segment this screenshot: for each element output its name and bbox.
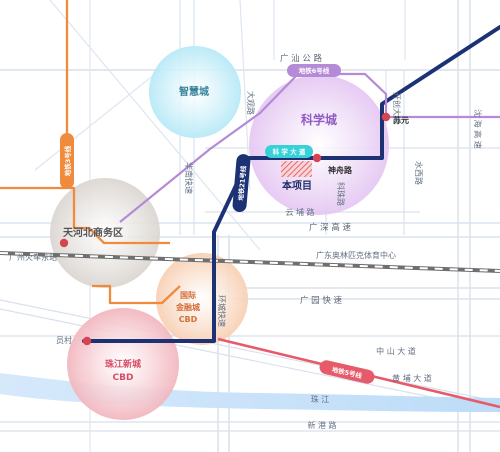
guangyuan-expressway-label: 广 园 快 速 <box>300 295 343 306</box>
metro-line-6-pill <box>287 64 341 77</box>
project-area <box>281 161 312 177</box>
shuixi-road-label: 水西路 <box>414 161 424 185</box>
science-city-zone <box>249 75 389 215</box>
tianhe-cbd-zone <box>50 178 160 288</box>
suyuan-station-marker <box>381 112 391 122</box>
metro-line-3-pill <box>60 133 74 189</box>
guangzhou-east-label: 广州火车东站 <box>9 252 57 262</box>
kexue-avenue-pill <box>265 145 313 158</box>
guangshan-road-label: 广 汕 公 路 <box>280 53 323 64</box>
metro-line-3 <box>0 186 170 245</box>
metro-line-6-label: 地铁6号线 <box>287 64 341 77</box>
metro-line-6-text: 地铁6号线 <box>299 66 330 75</box>
science-city-label: 科学城 <box>301 112 337 127</box>
metro-line-3-text: 地铁3号线 <box>63 145 72 176</box>
intl-finance-label-line1: 国际 <box>180 290 196 300</box>
kezhu-road-label: 科珠路 <box>336 182 346 206</box>
railway-lines <box>0 251 500 273</box>
project-station-label: 神舟路 <box>328 165 353 175</box>
metro-line-3-secondary <box>92 284 181 305</box>
diagonal-road-1 <box>34 69 161 171</box>
guangshen-expressway-label: 广 深 高 速 <box>309 222 352 233</box>
liede-label: 员村 <box>56 335 72 345</box>
zhujiang-cbd-zone <box>67 308 179 420</box>
smart-city-zone <box>149 46 241 138</box>
dagang-road-label: 大观路 <box>246 91 256 115</box>
intl-finance-zone <box>156 253 248 345</box>
pearl-river-label: 珠 江 <box>311 394 330 404</box>
intl-finance-label-line2: 金融城 <box>175 302 200 312</box>
zhongshan-avenue-line <box>0 299 500 403</box>
project-label: 本项目 <box>282 179 312 192</box>
tianhe-cbd-label: 天河北商务区 <box>63 226 123 239</box>
huanan-expressway-label: 华南快速 <box>184 162 194 194</box>
metro-line-6 <box>119 72 500 223</box>
metro-line-5-label: 地铁5号线 <box>319 360 375 384</box>
guangzhou-east-station-marker <box>59 238 69 248</box>
railway-base <box>0 251 500 273</box>
olympic-center-label: 广东奥林匹克体育中心 <box>316 250 396 260</box>
metro-line-5-pill <box>319 360 375 384</box>
zhujiang-cbd-label-line2: CBD <box>113 373 134 383</box>
metro-line-21-label: 地铁21号线 <box>232 154 251 212</box>
yunpu-road-label: 云 埔 路 <box>285 207 314 217</box>
suyuan-station-label: 苏元 <box>393 115 409 125</box>
liede-station-marker <box>82 336 92 346</box>
zhujiang-cbd-label-line1: 珠江新城 <box>105 358 141 370</box>
kaichuang-avenue-label: 开创大道 <box>392 92 402 124</box>
metro-line-3-label: 地铁3号线 <box>60 133 74 189</box>
smart-city-label: 智慧城 <box>179 85 209 98</box>
intl-finance-label-line3: CBD <box>179 315 198 324</box>
zhongshan-avenue-label: 中 山 大 道 <box>376 346 416 356</box>
kexue-avenue-text: 科 学 大 道 <box>273 147 306 156</box>
metro-line-21-pill <box>232 154 251 212</box>
xingang-road-label: 新 港 路 <box>307 420 336 430</box>
metro-line-21-text: 地铁21号线 <box>236 165 248 201</box>
shenzhou-station-marker <box>312 153 322 163</box>
huancheng-expressway-label: 环城快速 <box>217 295 227 327</box>
kexue-avenue-label: 科 学 大 道 <box>265 145 313 158</box>
shenhai-expressway-label: 沈 海 高 速 <box>473 109 483 149</box>
huangpu-avenue-label: 黄 埔 大 道 <box>392 373 432 383</box>
